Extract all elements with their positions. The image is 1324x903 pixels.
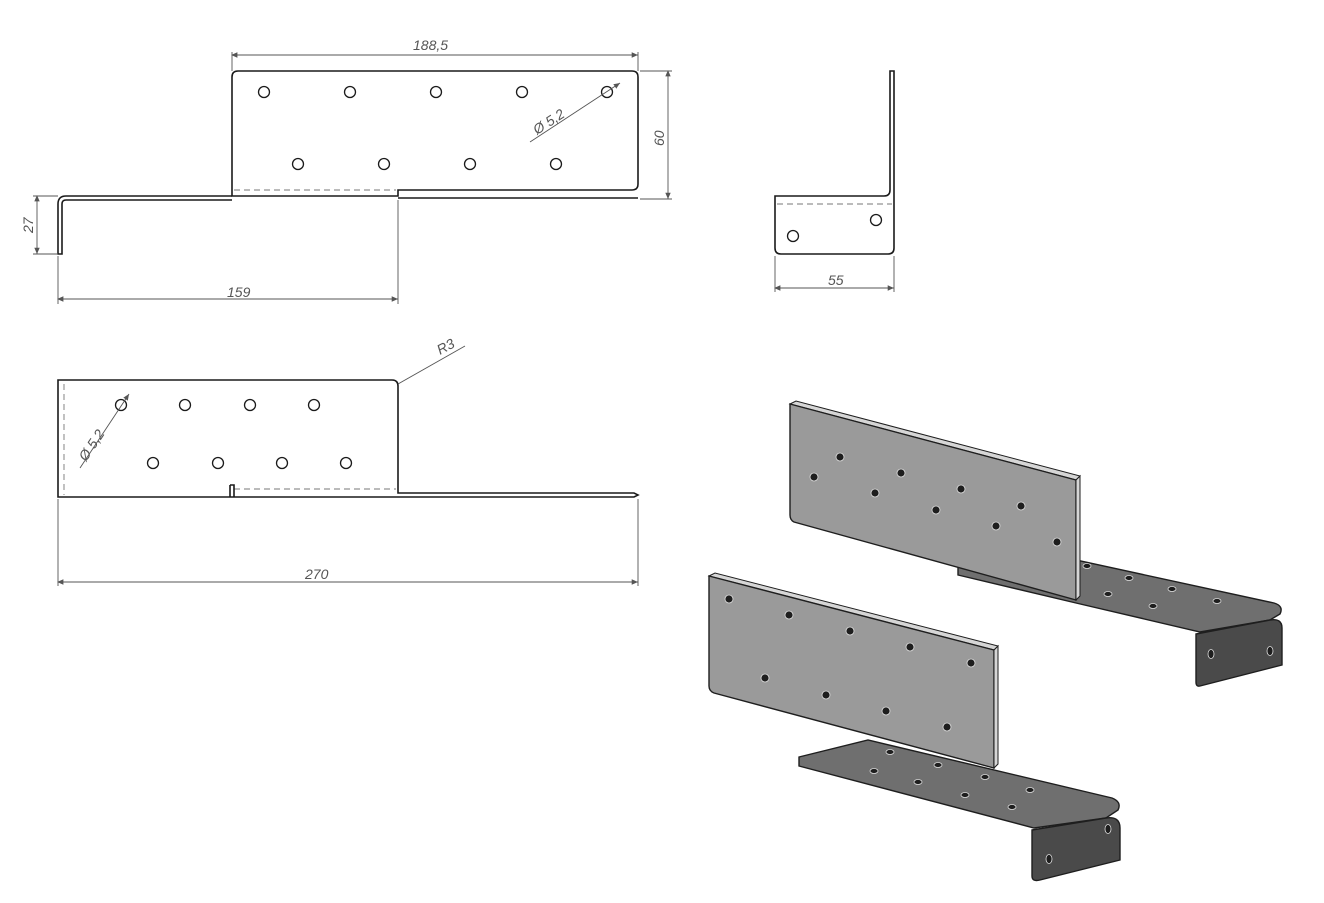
top-view-flange (66, 195, 638, 201)
top-view-plate-outline (231, 70, 639, 197)
hole (178, 398, 192, 412)
front-view: Ø 5,2 R3 270 (57, 335, 640, 586)
top-view: Ø 5,2 188,5 60 27 159 (20, 37, 672, 304)
iso-bracket-upper (788, 400, 1283, 687)
front-view-notch (229, 484, 235, 497)
dim-top-height: 60 (651, 130, 667, 146)
hole (786, 229, 800, 243)
hole (429, 85, 443, 99)
top-view-left-tab (57, 195, 67, 255)
hole-diameter-label-front: Ø 5,2 (75, 426, 108, 464)
hole (257, 85, 271, 99)
hole (211, 456, 225, 470)
front-view-outline (57, 379, 640, 498)
hole (339, 456, 353, 470)
top-view-holes (257, 85, 614, 171)
hole (549, 157, 563, 171)
hole (275, 456, 289, 470)
dim-side-width: 55 (828, 272, 844, 288)
hole (377, 157, 391, 171)
hole (343, 85, 357, 99)
iso-bracket-lower (707, 572, 1121, 882)
hole (146, 456, 160, 470)
hole (291, 157, 305, 171)
hole (307, 398, 321, 412)
side-view-outline (774, 70, 895, 255)
hole-diameter-label-top: Ø 5,2 (529, 105, 567, 138)
hole (463, 157, 477, 171)
dim-tab-height: 27 (20, 216, 36, 234)
hole (515, 85, 529, 99)
dim-bottom-run: 159 (227, 284, 251, 300)
dim-top-width: 188,5 (413, 37, 448, 53)
hole (243, 398, 257, 412)
hole (114, 398, 128, 412)
radius-label: R3 (434, 335, 458, 358)
hole (869, 213, 883, 227)
side-view: 55 (774, 70, 895, 292)
dim-total-length: 270 (304, 566, 329, 582)
